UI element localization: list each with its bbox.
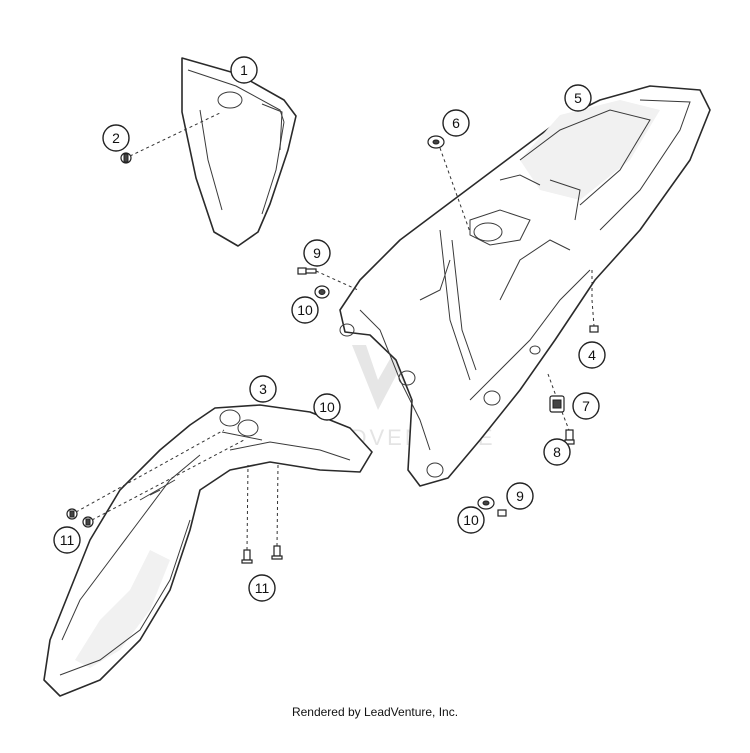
rear-fender — [339, 85, 711, 487]
screw-9-lower — [497, 509, 507, 517]
nut-7 — [549, 395, 565, 413]
hardware — [66, 111, 599, 564]
svg-text:8: 8 — [553, 444, 561, 460]
svg-text:9: 9 — [313, 245, 321, 261]
svg-text:5: 5 — [574, 90, 582, 106]
screw-11-bottom-a — [241, 549, 253, 564]
callout-8: 8 — [543, 438, 571, 466]
footer-credit: Rendered by LeadVenture, Inc. — [291, 705, 459, 719]
svg-text:11: 11 — [255, 580, 270, 596]
callout-9-lower: 9 — [506, 482, 534, 510]
washer-10-lower — [477, 496, 495, 510]
svg-text:4: 4 — [588, 347, 596, 363]
callout-5: 5 — [564, 84, 592, 112]
callout-11-bottom: 11 — [248, 574, 276, 602]
screw-11-left-a — [66, 508, 78, 520]
nut-10-upper — [314, 285, 330, 299]
number-plate — [181, 57, 297, 247]
callout-9-upper: 9 — [303, 239, 331, 267]
front-fender — [43, 404, 373, 697]
svg-text:7: 7 — [582, 398, 590, 414]
callout-7: 7 — [572, 392, 600, 420]
screw-2 — [120, 152, 132, 164]
callout-10-middle: 10 — [313, 393, 341, 421]
callout-6: 6 — [442, 109, 470, 137]
callout-1: 1 — [230, 56, 258, 84]
screw-4 — [589, 325, 599, 333]
svg-text:9: 9 — [516, 488, 524, 504]
callout-10-lower-right: 10 — [457, 506, 485, 534]
callout-2: 2 — [102, 124, 130, 152]
screw-9-upper — [297, 267, 317, 275]
screw-11-left-b — [82, 516, 94, 528]
svg-text:10: 10 — [463, 512, 479, 528]
callout-11-left: 11 — [53, 526, 81, 554]
svg-text:10: 10 — [319, 399, 335, 415]
screw-8 — [564, 429, 575, 445]
grommet-6 — [427, 135, 445, 149]
svg-text:6: 6 — [452, 115, 460, 131]
callout-4: 4 — [578, 341, 606, 369]
svg-text:2: 2 — [112, 130, 120, 146]
callout-3: 3 — [249, 375, 277, 403]
svg-text:11: 11 — [60, 532, 75, 548]
svg-text:10: 10 — [297, 302, 313, 318]
svg-text:3: 3 — [259, 381, 267, 397]
screw-11-bottom-b — [271, 545, 283, 560]
svg-text:1: 1 — [240, 62, 248, 78]
callout-10-upper-left: 10 — [291, 296, 319, 324]
